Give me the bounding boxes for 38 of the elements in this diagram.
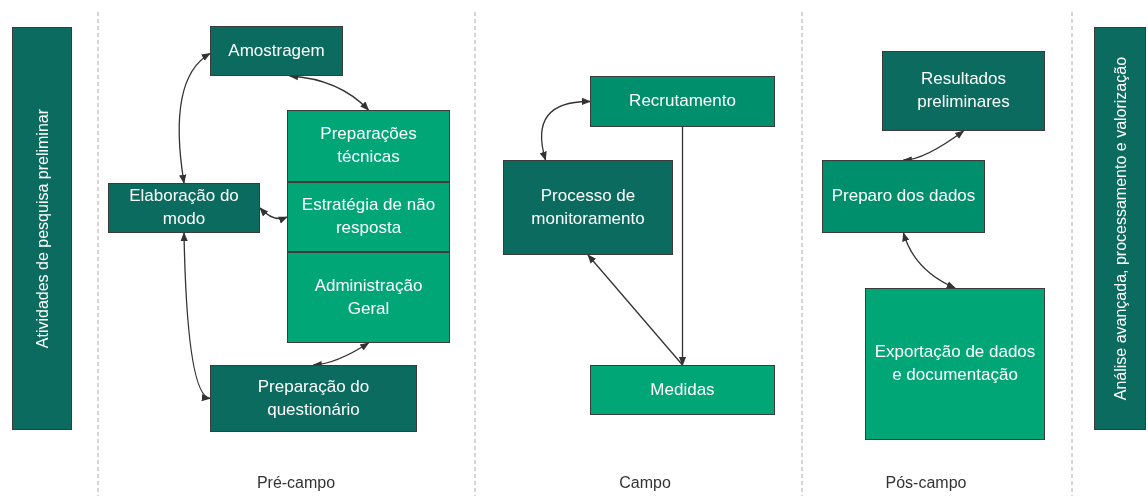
process-box bbox=[287, 182, 450, 252]
phase-label: Pós-campo bbox=[885, 474, 967, 492]
box-label: Administração Geral bbox=[313, 274, 424, 320]
box-label: Processo de monitoramento bbox=[530, 184, 646, 230]
vertical-band bbox=[1094, 27, 1146, 430]
box-label: Estratégia de não resposta bbox=[300, 194, 437, 239]
arrow bbox=[902, 232, 956, 289]
box-label: Medidas bbox=[649, 378, 716, 401]
arrow bbox=[678, 126, 687, 366]
process-box bbox=[108, 183, 260, 233]
process-box bbox=[210, 26, 343, 76]
box-label: Exportação de dados e documentação bbox=[873, 341, 1037, 386]
arrow bbox=[587, 254, 684, 366]
process-box bbox=[503, 160, 673, 255]
box-label: Análise avançada, processamento e valorização bbox=[1110, 55, 1130, 403]
process-box bbox=[287, 252, 450, 343]
box-label: Preparação do questionário bbox=[256, 375, 371, 421]
arrow bbox=[259, 207, 288, 224]
process-box bbox=[210, 365, 417, 432]
box-label: Recrutamento bbox=[628, 90, 737, 113]
process-box bbox=[822, 160, 985, 233]
box-label: Preparações técnicas bbox=[319, 123, 418, 168]
box-label: Elaboração do modo bbox=[128, 185, 240, 230]
box-label: Amostragem bbox=[227, 39, 326, 62]
arrow bbox=[539, 98, 591, 161]
arrow bbox=[180, 232, 211, 400]
phase-label: Pré-campo bbox=[256, 474, 336, 492]
process-box bbox=[590, 76, 775, 127]
box-label: Resultados preliminares bbox=[916, 68, 1011, 113]
process-box bbox=[590, 365, 775, 415]
box-label: Atividades de pesquisa preliminar bbox=[32, 107, 52, 351]
phase-label: Campo bbox=[619, 474, 671, 492]
arrow bbox=[178, 52, 211, 184]
process-box bbox=[287, 110, 450, 182]
process-box bbox=[882, 51, 1045, 131]
box-label: Preparo dos dados bbox=[830, 185, 977, 208]
process-box bbox=[865, 288, 1045, 440]
vertical-band bbox=[12, 27, 72, 430]
